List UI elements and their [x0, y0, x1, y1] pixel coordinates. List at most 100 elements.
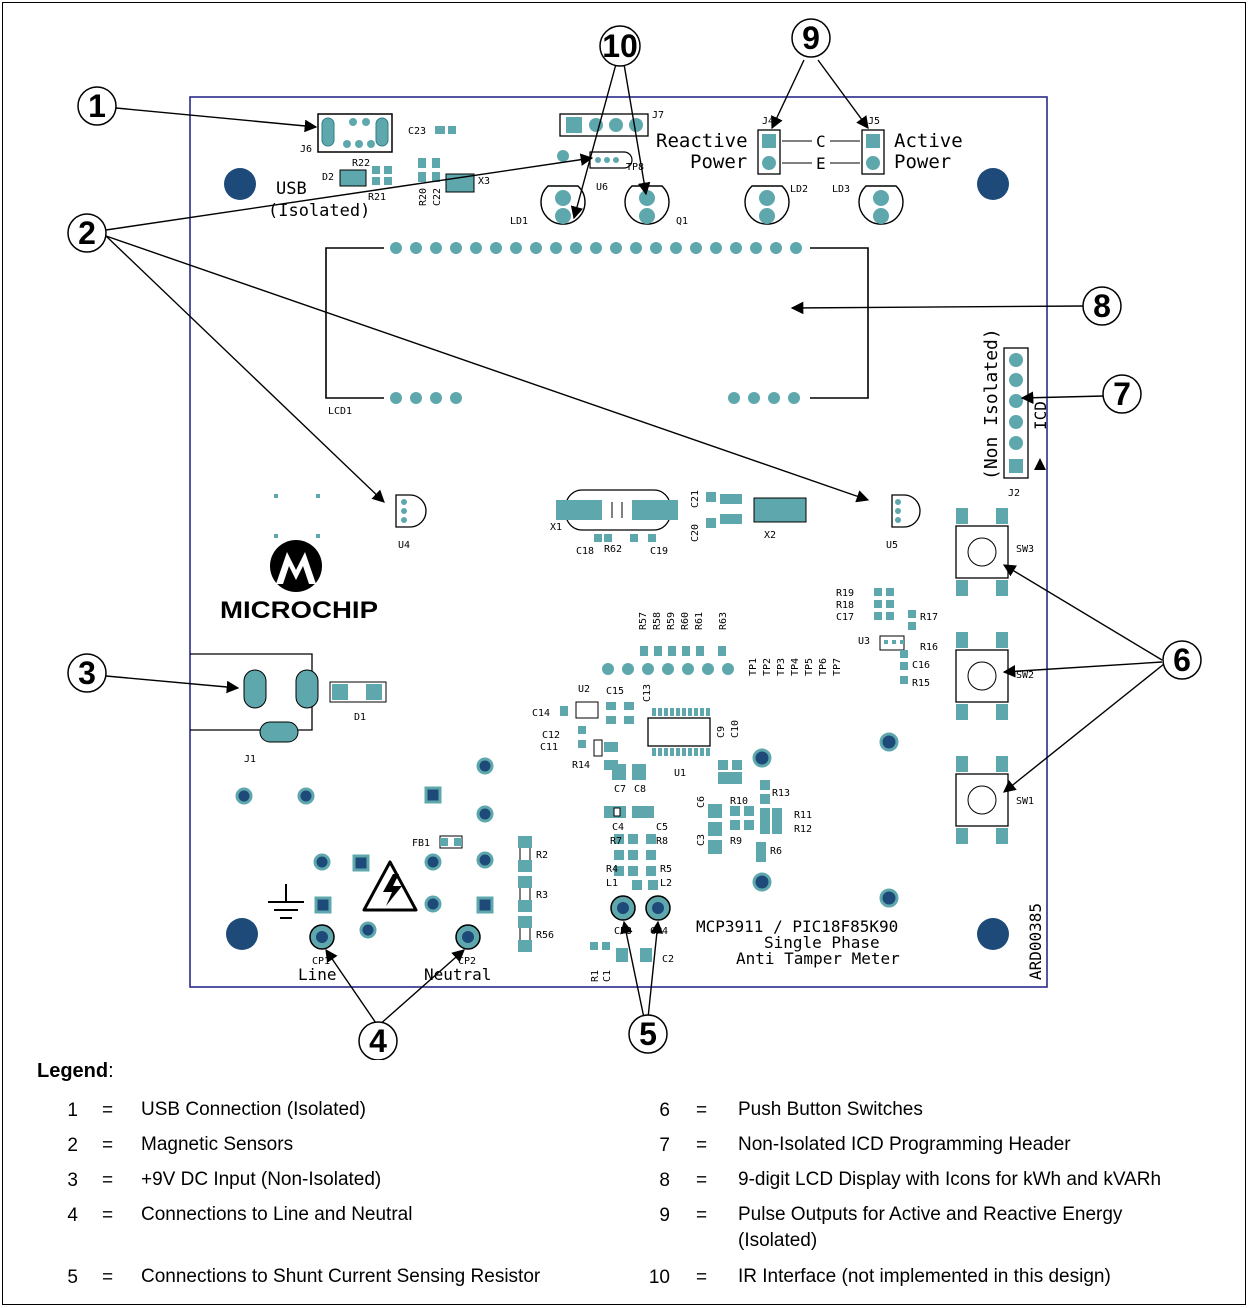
- ref-r11: R11: [794, 810, 812, 821]
- ref-c18: C18: [576, 546, 594, 557]
- ref-c20: C20: [690, 524, 701, 542]
- ref-tp8: TP8: [626, 162, 644, 173]
- ref-d1: D1: [354, 712, 366, 723]
- mounting-holes: [224, 168, 1009, 950]
- pulse-output-headers: [757, 129, 885, 175]
- ref-r60: R60: [680, 612, 691, 630]
- ref-r59: R59: [666, 612, 677, 630]
- ref-r19: R19: [836, 588, 854, 599]
- ref-u5: U5: [886, 540, 898, 551]
- svg-text:2: 2: [78, 215, 96, 251]
- power-jack-j1: [190, 653, 387, 743]
- ref-r18: R18: [836, 600, 854, 611]
- callout-3: 3: [67, 653, 107, 693]
- ref-c3: C3: [696, 834, 707, 846]
- ref-tp5: TP5: [804, 658, 815, 676]
- legend-title: Legend:: [37, 1060, 114, 1082]
- ref-c19: C19: [650, 546, 668, 557]
- ref-r22: R22: [352, 158, 370, 169]
- silk-active-power: Power: [894, 151, 951, 173]
- ref-r61: R61: [694, 612, 705, 630]
- ref-c9: C9: [716, 726, 727, 738]
- ref-c21: C21: [690, 490, 701, 508]
- ref-fb1: FB1: [412, 838, 430, 849]
- ref-u1: U1: [674, 768, 686, 779]
- ref-c11: C11: [540, 742, 558, 753]
- ref-r15: R15: [912, 678, 930, 689]
- magnetic-sensors: [395, 494, 921, 528]
- ref-l2: L2: [660, 878, 672, 889]
- ref-r20: R20: [418, 188, 429, 206]
- ref-r3: R3: [536, 890, 548, 901]
- ref-tp4: TP4: [790, 658, 801, 676]
- ref-cp2: CP2: [458, 956, 476, 967]
- ref-j1: J1: [244, 754, 256, 765]
- ref-r58: R58: [652, 612, 663, 630]
- ref-r6: R6: [770, 846, 782, 857]
- svg-text:3: 3: [78, 655, 96, 691]
- silk-c: C: [816, 132, 826, 151]
- u3-area-parts: [874, 588, 916, 684]
- ref-tp6: TP6: [818, 658, 829, 676]
- microchip-logo: [270, 494, 322, 592]
- usb-connector-j6: [317, 113, 456, 153]
- ir-receiver-u6: [557, 150, 633, 169]
- ref-c16: C16: [912, 660, 930, 671]
- callout-6: 6: [1162, 640, 1202, 680]
- callout-9: 9: [791, 18, 831, 58]
- ref-cp3: CP3: [614, 926, 632, 937]
- legend: Legend: 1=USB Connection (Isolated) 2=Ma…: [37, 1060, 1162, 1288]
- ref-c15: C15: [606, 686, 624, 697]
- ref-r8: R8: [656, 836, 668, 847]
- ref-r13: R13: [772, 788, 790, 799]
- ref-tp2: TP2: [762, 658, 773, 676]
- ref-r9: R9: [730, 836, 742, 847]
- ref-x2: X2: [764, 530, 776, 541]
- ref-ld1: LD1: [510, 216, 528, 227]
- ref-x1: X1: [550, 522, 562, 533]
- ref-u6: U6: [596, 182, 608, 193]
- ref-c10: C10: [730, 720, 741, 738]
- silk-non-isolated: (Non Isolated): [981, 328, 1002, 480]
- ref-r56: R56: [536, 930, 554, 941]
- ref-sw2: SW2: [1016, 670, 1034, 681]
- board-diagram: USB (Isolated) Reactive Power Active Pow…: [67, 18, 1202, 1060]
- ref-r17: R17: [920, 612, 938, 623]
- hv-section: [235, 757, 532, 952]
- ref-r62: R62: [604, 544, 622, 555]
- header-j7: [559, 113, 649, 137]
- ref-c4: C4: [612, 822, 624, 833]
- ref-cp1: CP1: [312, 956, 330, 967]
- ref-c17: C17: [836, 612, 854, 623]
- callout-circles: 1 2 3 4 5 6 7 8 9 10: [67, 18, 1202, 1060]
- ref-r4: R4: [606, 864, 618, 875]
- callout-2: 2: [67, 213, 107, 253]
- silk-icd: ICD: [1031, 401, 1050, 430]
- via: [752, 872, 772, 892]
- silk-product1: MCP3911 / PIC18F85K90: [696, 917, 898, 936]
- ground-symbol-icon: [268, 884, 304, 919]
- callout-7: 7: [1102, 374, 1142, 414]
- silk-active: Active: [894, 130, 963, 152]
- shunt-connections: [610, 895, 671, 921]
- ref-c5: C5: [656, 822, 668, 833]
- ref-r7: R7: [610, 836, 622, 847]
- callout-arrows: [105, 59, 1165, 1027]
- silkscreen-text: USB (Isolated) Reactive Power Active Pow…: [220, 130, 1050, 984]
- silk-product3: Anti Tamper Meter: [736, 949, 900, 968]
- silk-ard: ARD00385: [1026, 903, 1045, 980]
- ref-c14: C14: [532, 708, 550, 719]
- callout-10: 10: [599, 25, 641, 67]
- callout-1: 1: [77, 86, 117, 126]
- ref-r10: R10: [730, 796, 748, 807]
- push-buttons: [879, 508, 1009, 908]
- silk-isolated: (Isolated): [268, 201, 370, 221]
- ref-r63: R63: [718, 612, 729, 630]
- svg-text:6: 6: [1173, 642, 1191, 678]
- svg-text:8: 8: [1093, 288, 1111, 324]
- high-voltage-warning-icon: [362, 860, 418, 912]
- ref-tp7: TP7: [832, 658, 843, 676]
- ref-d2: D2: [322, 172, 334, 183]
- led-pads: [555, 190, 889, 224]
